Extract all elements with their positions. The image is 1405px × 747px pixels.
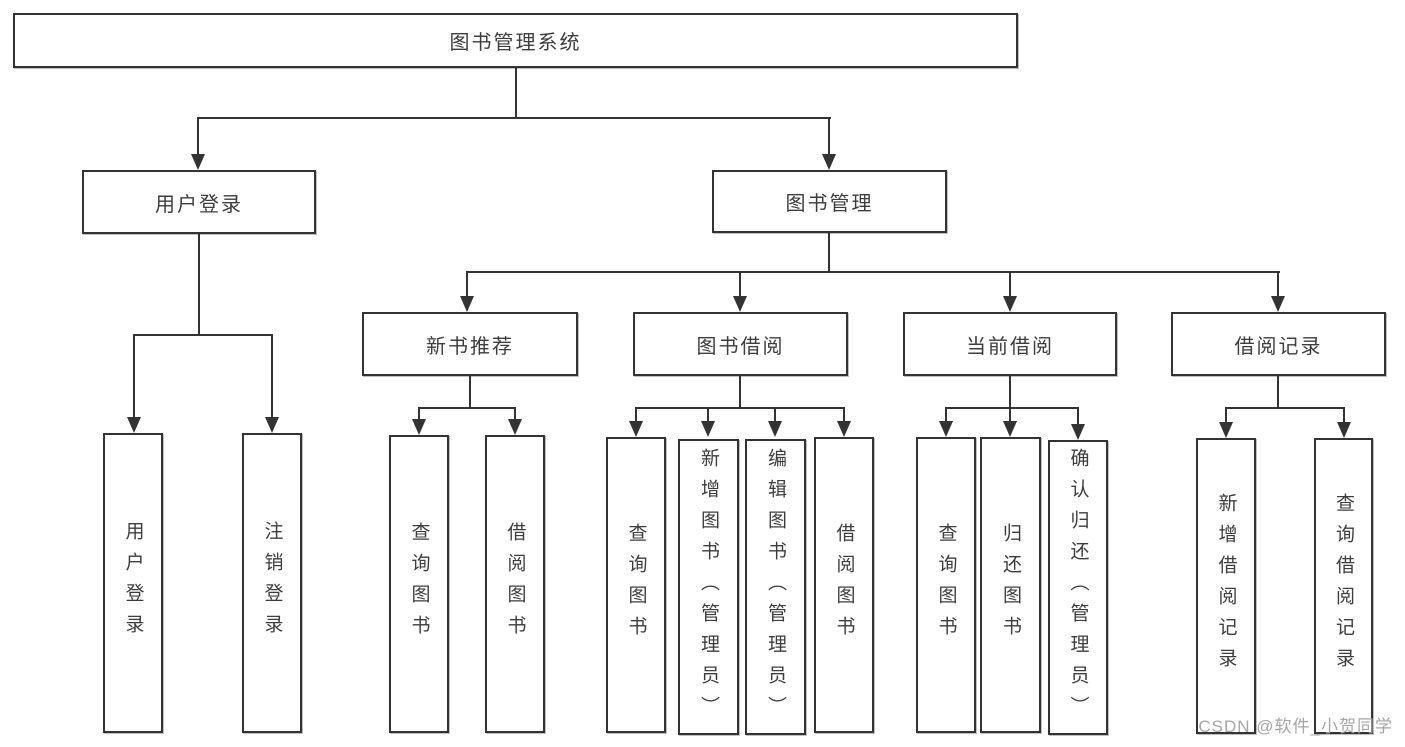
arrow-down-icon bbox=[939, 421, 953, 437]
connector-line bbox=[774, 407, 776, 423]
connector-line bbox=[133, 334, 135, 420]
leaf-label: 查询借阅记录 bbox=[1333, 493, 1354, 679]
leaf-label: 注销登录 bbox=[261, 521, 283, 645]
node-borrow-records: 借阅记录 bbox=[1171, 312, 1386, 376]
connector-line bbox=[466, 271, 1280, 273]
csdn-watermark: CSDN @软件_小贺同学 bbox=[1198, 717, 1393, 736]
connector-line bbox=[945, 407, 947, 423]
node-current-borrow-label: 当前借阅 bbox=[966, 335, 1054, 358]
connector-line bbox=[198, 234, 200, 336]
arrow-down-icon bbox=[412, 419, 426, 435]
leaf-add-borrow-record: 新增借阅记录 bbox=[1196, 438, 1256, 734]
connector-line bbox=[828, 117, 830, 156]
connector-line bbox=[1009, 271, 1011, 299]
arrow-down-icon bbox=[733, 296, 747, 312]
leaf-label: 编辑图书（管理员） bbox=[765, 447, 786, 727]
arrow-down-icon bbox=[508, 419, 522, 435]
leaf-label: 新增借阅记录 bbox=[1215, 493, 1237, 679]
node-current-borrow: 当前借阅 bbox=[903, 312, 1117, 376]
connector-line bbox=[197, 117, 199, 156]
arrow-down-icon bbox=[265, 417, 279, 433]
leaf-borrow-books: 借阅图书 bbox=[814, 437, 874, 733]
leaf-add-books-admin: 新增图书（管理员） bbox=[678, 439, 739, 735]
arrow-down-icon bbox=[768, 421, 782, 437]
connector-line bbox=[134, 334, 273, 336]
connector-line bbox=[198, 117, 831, 119]
arrow-down-icon bbox=[191, 154, 205, 170]
node-user-login-label: 用户登录 bbox=[155, 193, 243, 216]
arrow-down-icon bbox=[1071, 424, 1085, 440]
connector-line bbox=[843, 407, 845, 423]
arrow-down-icon bbox=[822, 154, 836, 170]
arrow-down-icon bbox=[701, 421, 715, 437]
node-root-label: 图书管理系统 bbox=[449, 32, 582, 54]
arrow-down-icon bbox=[1219, 422, 1233, 438]
leaf-edit-books-admin: 编辑图书（管理员） bbox=[745, 439, 806, 735]
leaf-label: 借阅图书 bbox=[504, 522, 526, 646]
leaf-borrow-books-recommend: 借阅图书 bbox=[485, 435, 545, 733]
leaf-label: 新增图书（管理员） bbox=[698, 447, 719, 727]
leaf-label: 查询图书 bbox=[408, 522, 430, 646]
arrow-down-icon bbox=[460, 296, 474, 312]
leaf-query-books-current: 查询图书 bbox=[916, 437, 976, 733]
connector-line bbox=[1009, 407, 1011, 423]
leaf-logout: 注销登录 bbox=[242, 433, 302, 733]
leaf-label: 用户登录 bbox=[122, 521, 144, 645]
arrow-down-icon bbox=[837, 421, 851, 437]
leaf-query-books-borrow: 查询图书 bbox=[606, 437, 666, 733]
node-new-book-recommend-label: 新书推荐 bbox=[426, 335, 514, 358]
connector-line bbox=[739, 271, 741, 299]
connector-line bbox=[707, 407, 709, 423]
connector-line bbox=[514, 407, 516, 422]
connector-line bbox=[1225, 407, 1227, 424]
leaf-label: 归还图书 bbox=[1000, 523, 1021, 647]
connector-line bbox=[945, 407, 1079, 409]
connector-line bbox=[828, 233, 830, 273]
connector-line bbox=[739, 376, 741, 409]
arrow-down-icon bbox=[629, 421, 643, 437]
node-user-login: 用户登录 bbox=[82, 170, 316, 234]
connector-line bbox=[271, 334, 273, 420]
connector-line bbox=[1343, 407, 1345, 424]
leaf-user-login: 用户登录 bbox=[103, 433, 163, 733]
connector-line bbox=[635, 407, 637, 423]
arrow-down-icon bbox=[1337, 422, 1351, 438]
connector-line bbox=[466, 271, 468, 299]
leaf-label: 查询图书 bbox=[625, 523, 647, 647]
arrow-down-icon bbox=[127, 417, 141, 433]
connector-line bbox=[1277, 271, 1279, 299]
connector-line bbox=[1277, 376, 1279, 409]
leaf-label: 确认归还（管理员） bbox=[1067, 448, 1089, 727]
connector-line bbox=[635, 407, 845, 409]
leaf-label: 借阅图书 bbox=[833, 523, 855, 647]
leaf-query-borrow-record: 查询借阅记录 bbox=[1314, 438, 1373, 734]
leaf-query-books-recommend: 查询图书 bbox=[389, 435, 449, 733]
connector-line bbox=[1225, 407, 1345, 409]
node-book-borrow: 图书借阅 bbox=[633, 312, 848, 376]
node-root: 图书管理系统 bbox=[13, 13, 1018, 68]
connector-line bbox=[1009, 376, 1011, 409]
arrow-down-icon bbox=[1271, 296, 1285, 312]
arrow-down-icon bbox=[1003, 421, 1017, 437]
leaf-confirm-return-admin: 确认归还（管理员） bbox=[1048, 440, 1108, 735]
node-book-management-label: 图书管理 bbox=[785, 193, 874, 215]
node-borrow-records-label: 借阅记录 bbox=[1234, 335, 1323, 358]
leaf-return-books: 归还图书 bbox=[980, 437, 1041, 733]
node-book-borrow-label: 图书借阅 bbox=[696, 335, 785, 358]
connector-line bbox=[515, 68, 517, 119]
node-book-management: 图书管理 bbox=[712, 170, 947, 233]
connector-line bbox=[418, 407, 420, 422]
node-new-book-recommend: 新书推荐 bbox=[362, 312, 578, 376]
connector-line bbox=[418, 407, 516, 409]
leaf-label: 查询图书 bbox=[935, 523, 957, 647]
connector-line bbox=[469, 376, 471, 409]
arrow-down-icon bbox=[1003, 296, 1017, 312]
connector-line bbox=[1077, 407, 1079, 426]
